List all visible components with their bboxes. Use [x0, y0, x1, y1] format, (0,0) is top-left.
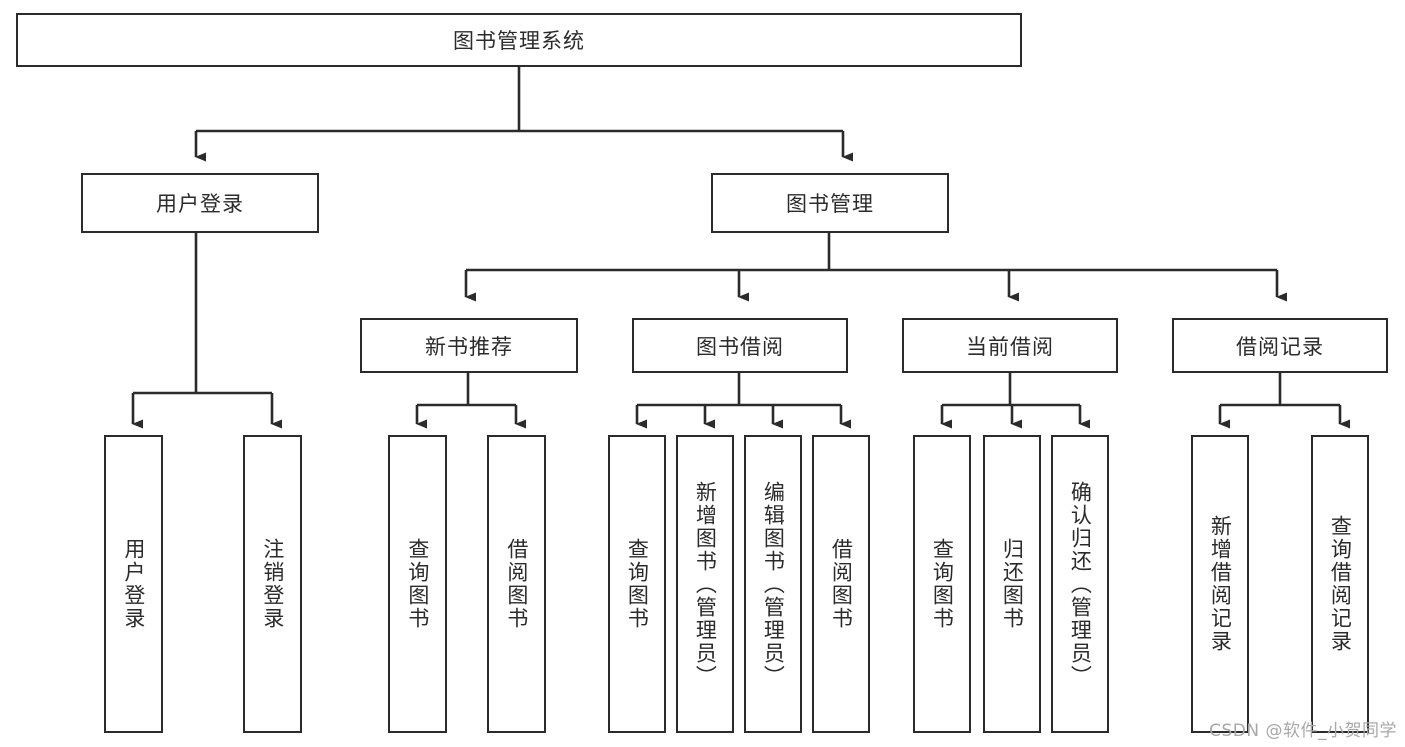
node-label: 图书管理 — [786, 192, 874, 216]
node-leaf-query-book-borrow[interactable]: 查询图书 — [608, 435, 666, 733]
node-label: 新增借阅记录 — [1208, 515, 1233, 653]
node-label: 查询图书 — [930, 538, 955, 630]
node-borrow-record[interactable]: 借阅记录 — [1172, 318, 1388, 373]
node-leaf-borrow-book-recommend[interactable]: 借阅图书 — [487, 435, 546, 733]
node-current-borrow[interactable]: 当前借阅 — [902, 318, 1118, 373]
node-leaf-query-borrow-record[interactable]: 查询借阅记录 — [1311, 435, 1369, 733]
node-leaf-add-book-admin[interactable]: 新增图书（管理员） — [676, 435, 734, 733]
node-label: 当前借阅 — [966, 334, 1054, 359]
node-label: 注销登录 — [260, 538, 285, 630]
node-label: 借阅图书 — [504, 538, 529, 630]
node-label: 用户登录 — [121, 538, 146, 630]
node-label: 查询图书 — [625, 538, 650, 630]
node-new-book-recommend[interactable]: 新书推荐 — [360, 318, 578, 373]
node-label: 确认归还（管理员） — [1068, 480, 1093, 688]
node-leaf-query-book-recommend[interactable]: 查询图书 — [388, 435, 447, 733]
node-book-borrow[interactable]: 图书借阅 — [632, 318, 848, 373]
node-leaf-query-book-current[interactable]: 查询图书 — [913, 435, 971, 733]
node-leaf-confirm-return-admin[interactable]: 确认归还（管理员） — [1051, 435, 1109, 733]
node-label: 新增图书（管理员） — [693, 480, 718, 688]
node-label: 图书借阅 — [696, 334, 784, 359]
node-leaf-edit-book-admin[interactable]: 编辑图书（管理员） — [744, 435, 802, 733]
node-label: 查询图书 — [405, 538, 430, 630]
node-user-login[interactable]: 用户登录 — [81, 173, 319, 233]
node-leaf-return-book[interactable]: 归还图书 — [983, 435, 1041, 733]
node-book-management[interactable]: 图书管理 — [711, 173, 949, 233]
node-leaf-logout[interactable]: 注销登录 — [243, 435, 302, 733]
node-label: 图书管理系统 — [453, 29, 585, 53]
node-leaf-user-login[interactable]: 用户登录 — [104, 435, 163, 733]
node-label: 用户登录 — [156, 192, 244, 216]
node-label: 归还图书 — [1000, 538, 1025, 630]
node-label: 新书推荐 — [425, 334, 513, 359]
node-label: 查询借阅记录 — [1328, 515, 1353, 653]
node-label: 借阅图书 — [829, 538, 854, 630]
node-label: 编辑图书（管理员） — [761, 480, 786, 688]
node-root-system[interactable]: 图书管理系统 — [16, 13, 1022, 67]
node-leaf-borrow-book[interactable]: 借阅图书 — [812, 435, 870, 733]
node-leaf-add-borrow-record[interactable]: 新增借阅记录 — [1191, 435, 1249, 733]
node-label: 借阅记录 — [1236, 334, 1324, 359]
